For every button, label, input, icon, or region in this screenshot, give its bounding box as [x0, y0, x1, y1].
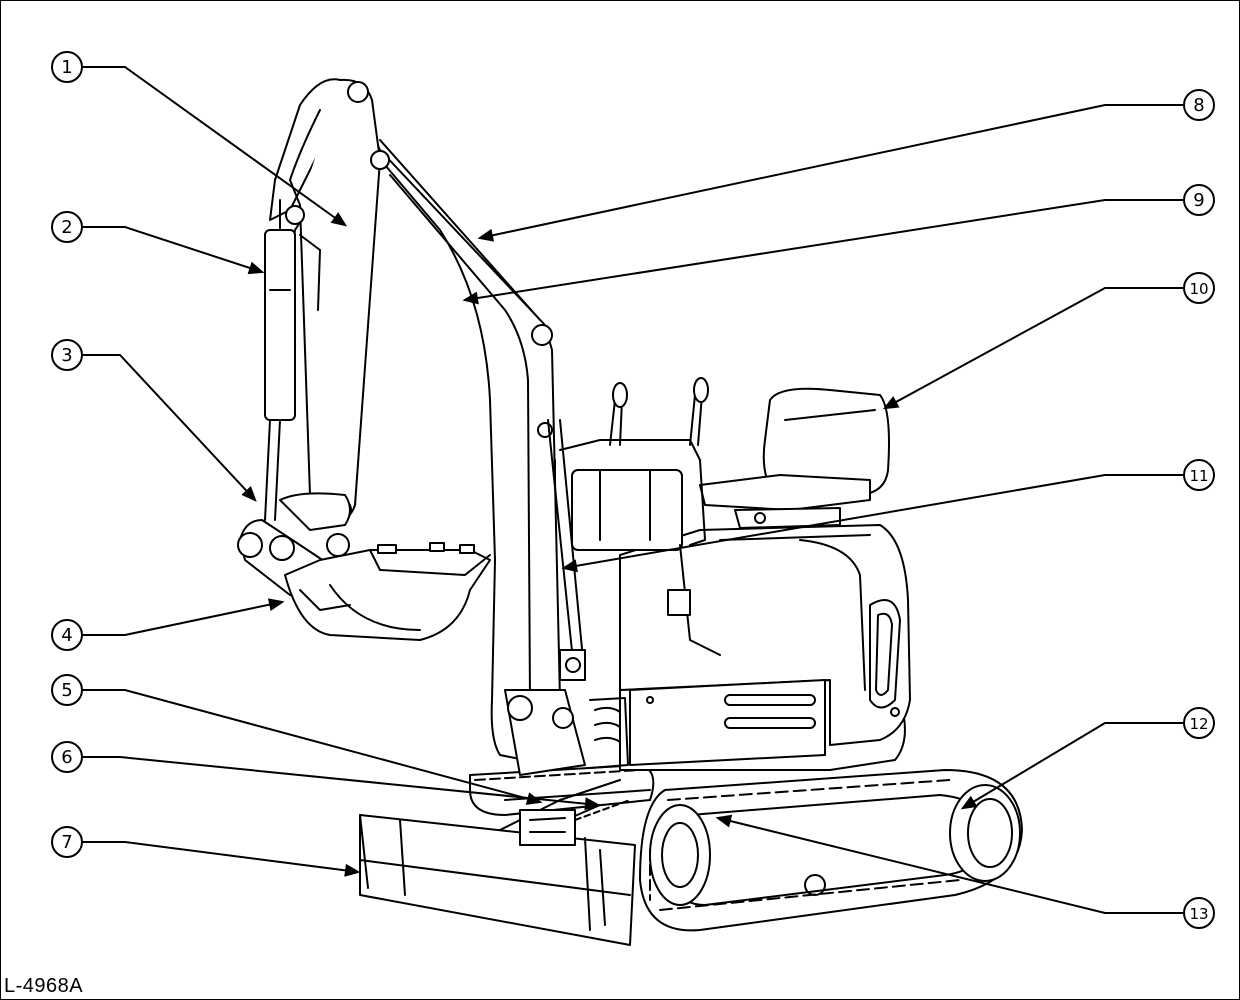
callout-3: 3	[51, 339, 257, 502]
callout-11-arrowhead	[561, 559, 578, 573]
callout-9-circle	[1183, 184, 1215, 216]
callout-3-number: 3	[61, 345, 72, 366]
callout-1-circle	[51, 51, 83, 83]
callout-8: 8	[477, 89, 1215, 242]
dozer-blade	[359, 779, 636, 946]
boom	[359, 109, 629, 776]
bucket	[237, 492, 491, 641]
callout-11-leader-line	[563, 474, 1184, 569]
arm	[264, 78, 390, 522]
callout-8-arrowhead	[477, 228, 495, 242]
callout-9-leader-line	[464, 199, 1184, 301]
callout-5-leader-line	[82, 689, 541, 803]
callout-1: 1	[51, 51, 348, 227]
callout-6-number: 6	[61, 747, 72, 768]
callout-13-number: 13	[1189, 905, 1208, 923]
callout-10-number: 10	[1189, 280, 1208, 298]
callout-5-circle	[51, 674, 83, 706]
callout-2-leader-line	[82, 226, 263, 273]
callout-12: 12	[960, 707, 1215, 810]
callout-4-arrowhead	[267, 598, 285, 612]
callout-13: 13	[715, 814, 1215, 929]
callout-5-number: 5	[61, 680, 72, 701]
callout-11-number: 11	[1189, 467, 1208, 485]
callout-4-circle	[51, 619, 83, 651]
engine-hood	[619, 524, 911, 771]
callout-13-circle	[1183, 897, 1215, 929]
callout-4: 4	[51, 598, 285, 651]
callout-9-number: 9	[1193, 190, 1204, 211]
callout-6: 6	[51, 741, 601, 811]
control-levers	[554, 377, 721, 656]
callout-12-leader-line	[962, 722, 1184, 809]
callout-7-circle	[51, 826, 83, 858]
callout-2: 2	[51, 211, 265, 275]
callout-10: 10	[882, 272, 1215, 410]
callout-12-arrowhead	[960, 795, 978, 810]
callout-7-arrowhead	[344, 863, 361, 877]
callout-9-arrowhead	[462, 291, 479, 305]
callout-10-circle	[1183, 272, 1215, 304]
callout-1-leader-line	[82, 66, 346, 226]
callout-7: 7	[51, 826, 361, 877]
callout-3-circle	[51, 339, 83, 371]
right-crawler-track	[639, 769, 1023, 932]
callout-1-number: 1	[61, 57, 72, 78]
callout-12-circle	[1183, 707, 1215, 739]
callout-8-leader-line	[479, 104, 1184, 239]
callout-10-leader-line	[884, 287, 1184, 409]
callout-13-arrowhead	[715, 814, 733, 828]
callout-3-arrowhead	[241, 486, 257, 502]
callout-7-leader-line	[82, 841, 359, 873]
callout-2-number: 2	[61, 217, 72, 238]
callout-1-arrowhead	[330, 212, 348, 227]
callout-8-circle	[1183, 89, 1215, 121]
figure-id-label: L-4968A	[4, 975, 84, 997]
callout-12-number: 12	[1189, 715, 1208, 733]
callout-4-number: 4	[61, 625, 72, 646]
callout-7-number: 7	[61, 832, 72, 853]
callout-6-arrowhead	[584, 797, 601, 811]
callout-10-arrowhead	[882, 396, 900, 410]
callout-2-arrowhead	[247, 261, 265, 275]
callout-6-circle	[51, 741, 83, 773]
callout-3-leader-line	[82, 354, 256, 501]
callout-2-circle	[51, 211, 83, 243]
callout-6-leader-line	[82, 756, 599, 806]
callout-13-leader-line	[717, 817, 1184, 914]
callout-5: 5	[51, 674, 543, 805]
callout-11: 11	[561, 459, 1215, 573]
callout-9: 9	[462, 184, 1215, 305]
callout-11-circle	[1183, 459, 1215, 491]
callout-8-number: 8	[1193, 95, 1204, 116]
callout-4-leader-line	[82, 601, 283, 636]
operator-seat	[699, 387, 890, 529]
